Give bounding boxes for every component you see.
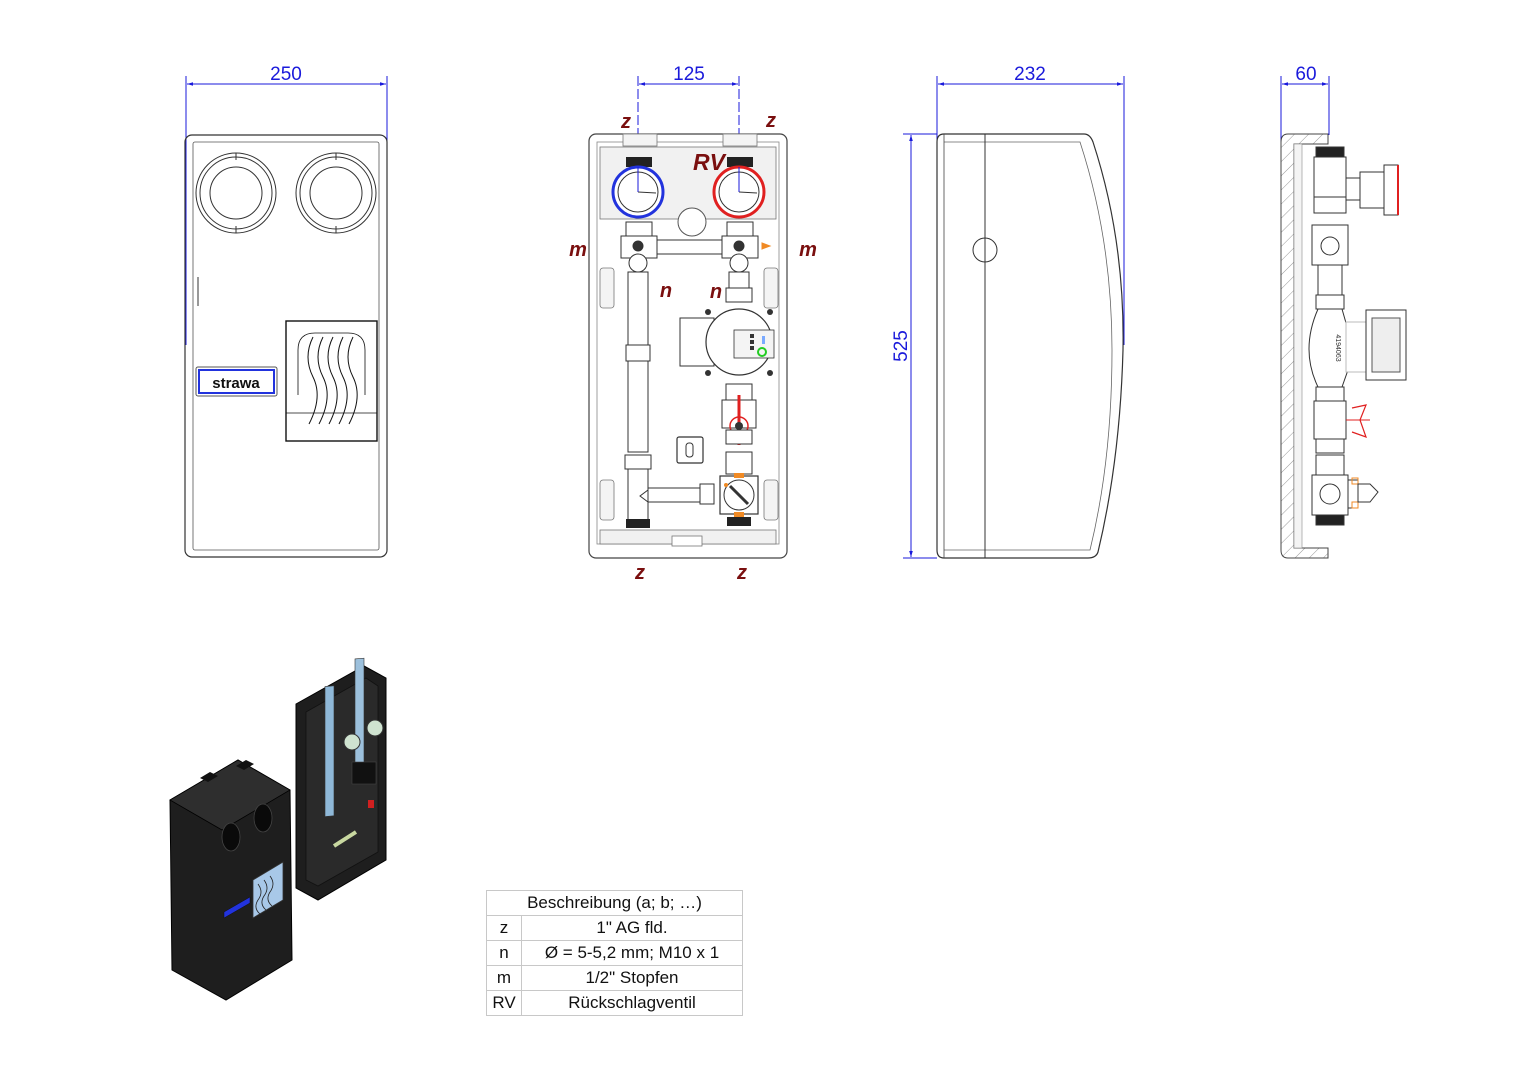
legend-value: 1" AG fld. [521,915,743,941]
thread-nipple [727,157,753,167]
thread-nipple [727,517,751,526]
legend-table: Beschreibung (a; b; …) z 1" AG fld. n Ø … [486,890,743,1016]
brand-label: strawa [212,375,260,392]
circulation-pump [679,308,775,376]
label-z-top-right: z [765,110,776,132]
mixer-actuator-side [1347,477,1379,509]
ball-valve-left [620,221,658,273]
label-n-left: n [660,280,672,302]
legend-key: m [486,965,522,991]
thread-nipple [626,519,650,528]
shutoff-handle-side [1346,404,1370,438]
dimension-height-525: 525 [891,330,912,362]
mounting-slot [676,436,704,464]
bypass-pipe [656,239,723,255]
pipe-opening-left [195,152,277,234]
isometric-view [169,657,387,1001]
label-z-bottom-left: z [634,562,645,584]
ball-valve-right [721,221,772,273]
housing-outline [184,134,388,558]
cable-hole [972,237,998,263]
isometric-front-cover [169,759,293,1001]
legend-key: RV [486,990,522,1016]
legend-row: m 1/2" Stopfen [486,965,743,991]
insulation-section [1280,133,1329,559]
mixer-connection-pipe [647,487,701,503]
isometric-logo-badge [223,896,251,919]
section-view: 60 [1280,64,1407,559]
mixing-valve [699,473,759,517]
thermometer-side [1345,164,1399,216]
legend-value: 1/2" Stopfen [521,965,743,991]
legend-header: Beschreibung (a; b; …) [486,890,743,916]
dimension-width-250: 250 [270,64,302,85]
cable-hole [677,207,707,237]
thermometer-cold [611,165,665,219]
legend-row: z 1" AG fld. [486,915,743,941]
pump-motor-side: 4194063 [1334,309,1407,381]
pump-serial-marking: 4194063 [1334,334,1341,361]
label-m-left: m [569,239,587,261]
legend-row: RV Rückschlagventil [486,990,743,1016]
legend-key: z [486,915,522,941]
legend-key: n [486,940,522,966]
housing-profile [936,133,1124,559]
legend-value: Rückschlagventil [521,990,743,1016]
open-view: 125 [569,64,817,584]
fittings-column [1308,146,1349,526]
legend-row: n Ø = 5-5,2 mm; M10 x 1 [486,940,743,966]
label-m-right: m [799,239,817,261]
isometric-back-plate [295,657,387,901]
heat-symbol-panel [285,320,378,442]
thermometer-hot [712,165,766,219]
pipe-opening-right [295,152,377,234]
return-pipe [627,271,649,453]
dimension-depth-60: 60 [1295,64,1316,85]
label-n-right: n [710,281,722,303]
label-z-bottom-right: z [736,562,747,584]
dimension-depth-232: 232 [1014,64,1046,85]
thread-nipple [626,157,652,167]
legend-header-row: Beschreibung (a; b; …) [486,890,743,916]
strawa-logo-badge: strawa [195,366,278,397]
front-view: 250 strawa [184,64,388,558]
side-view: 232 525 [891,64,1125,559]
dimension-spacing-125: 125 [673,64,705,85]
label-z-top-left: z [620,111,631,133]
legend-value: Ø = 5-5,2 mm; M10 x 1 [521,940,743,966]
housing-inner-edge [192,141,380,551]
label-rv: RV [693,149,727,175]
isometric-heat-symbol [252,861,284,919]
